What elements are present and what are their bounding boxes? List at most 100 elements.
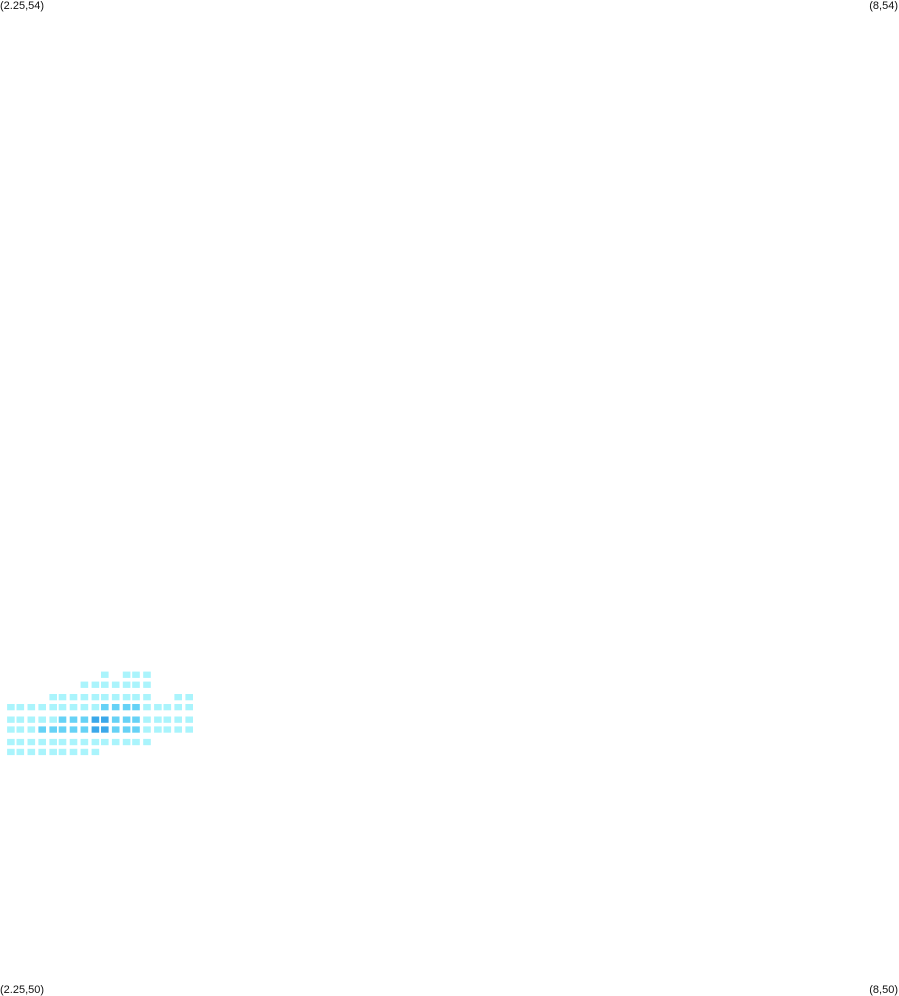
heatmap-cell	[16, 716, 25, 723]
heatmap-cell	[101, 704, 109, 711]
heatmap-cell	[174, 694, 182, 701]
heatmap-cell	[101, 671, 109, 678]
corner-label-bottom-right: (8,50)	[869, 984, 898, 996]
heatmap-cell	[163, 726, 172, 733]
heatmap-cell	[91, 681, 100, 688]
heatmap-cell	[174, 726, 182, 733]
heatmap-cell	[69, 704, 78, 711]
heatmap-cell	[16, 748, 25, 756]
heatmap-cell	[143, 671, 151, 678]
heatmap-cell	[111, 738, 120, 746]
heatmap-cell	[185, 726, 193, 733]
heatmap-cell	[58, 694, 67, 701]
heatmap-cell	[132, 738, 140, 746]
heatmap-cell	[38, 738, 46, 746]
heatmap-cell	[185, 716, 193, 723]
heatmap-cell	[91, 726, 100, 733]
heatmap-cell	[58, 726, 67, 733]
heatmap-cell	[49, 716, 57, 723]
heatmap-cell	[143, 681, 151, 688]
heatmap-cell	[154, 726, 162, 733]
heatmap-cell	[122, 738, 131, 746]
heatmap-cell	[16, 704, 25, 711]
heatmap-cell	[174, 716, 182, 723]
heatmap-cell	[58, 738, 67, 746]
heatmap-cell	[111, 726, 120, 733]
heatmap-cell	[38, 748, 46, 756]
heatmap-cell	[80, 748, 89, 756]
heatmap-cell	[143, 716, 151, 723]
heatmap-cell	[7, 726, 15, 733]
heatmap-cell	[16, 726, 25, 733]
heatmap-cell	[132, 681, 140, 688]
corner-label-bottom-left: (2.25,50)	[0, 984, 45, 996]
heatmap-cell	[80, 716, 89, 723]
heatmap-cell	[58, 716, 67, 723]
heatmap-cell	[132, 694, 140, 701]
heatmap-cell	[111, 681, 120, 688]
heatmap-cell	[185, 694, 193, 701]
heatmap-cell	[132, 716, 140, 723]
heatmap-cell	[122, 726, 131, 733]
heatmap-cell	[69, 694, 78, 701]
heatmap-cell	[91, 738, 100, 746]
heatmap-cell	[111, 716, 120, 723]
heatmap-cell	[58, 748, 67, 756]
heatmap-cell	[185, 704, 193, 711]
heatmap-cell	[38, 704, 46, 711]
heatmap-cell	[163, 716, 172, 723]
heatmap-cell	[80, 726, 89, 733]
heatmap-cell	[80, 694, 89, 701]
heatmap-cell	[122, 694, 131, 701]
heatmap-cell	[122, 716, 131, 723]
heatmap-cell	[27, 748, 36, 756]
heatmap-cell	[27, 716, 36, 723]
heatmap-cell	[69, 726, 78, 733]
heatmap-cell	[38, 726, 46, 733]
heatmap-cell	[143, 738, 151, 746]
heatmap-cell	[132, 726, 140, 733]
heatmap-cell	[49, 704, 57, 711]
heatmap-cell	[69, 738, 78, 746]
heatmap-cell	[27, 726, 36, 733]
heatmap-cell	[16, 738, 25, 746]
heatmap-cell	[27, 704, 36, 711]
heatmap-cell	[143, 726, 151, 733]
heatmap-cell	[132, 671, 140, 678]
heatmap-cell	[143, 694, 151, 701]
heatmap-cell	[101, 694, 109, 701]
heatmap-cell	[91, 716, 100, 723]
heatmap-cell	[154, 716, 162, 723]
heatmap-cell	[58, 704, 67, 711]
heatmap-cell	[80, 704, 89, 711]
heatmap-cell	[91, 694, 100, 701]
heatmap-cell	[143, 704, 151, 711]
heatmap-cell	[122, 704, 131, 711]
heatmap-cell	[69, 716, 78, 723]
heatmap-cell	[7, 748, 15, 756]
heatmap-cell	[7, 738, 15, 746]
heatmap-cell	[7, 704, 15, 711]
heatmap-cell	[69, 748, 78, 756]
heatmap-cell	[101, 681, 109, 688]
heatmap-cell	[7, 716, 15, 723]
heatmap-cell	[91, 704, 100, 711]
corner-label-top-right: (8,54)	[869, 0, 898, 12]
heatmap-cell	[101, 738, 109, 746]
heatmap-cell	[49, 726, 57, 733]
corner-label-top-left: (2.25,54)	[0, 0, 45, 12]
heatmap-cell	[49, 748, 57, 756]
heatmap-cell	[80, 738, 89, 746]
heatmap-cell	[49, 694, 57, 701]
heatmap-cell	[163, 704, 172, 711]
heatmap-cell	[111, 694, 120, 701]
heatmap-cell	[91, 748, 100, 756]
heatmap-cell	[101, 716, 109, 723]
heatmap-cell	[49, 738, 57, 746]
heatmap-cell	[174, 704, 182, 711]
heatmap-cell	[27, 738, 36, 746]
heatmap-cell	[101, 726, 109, 733]
heatmap-cell	[122, 681, 131, 688]
heatmap-cell	[154, 704, 162, 711]
